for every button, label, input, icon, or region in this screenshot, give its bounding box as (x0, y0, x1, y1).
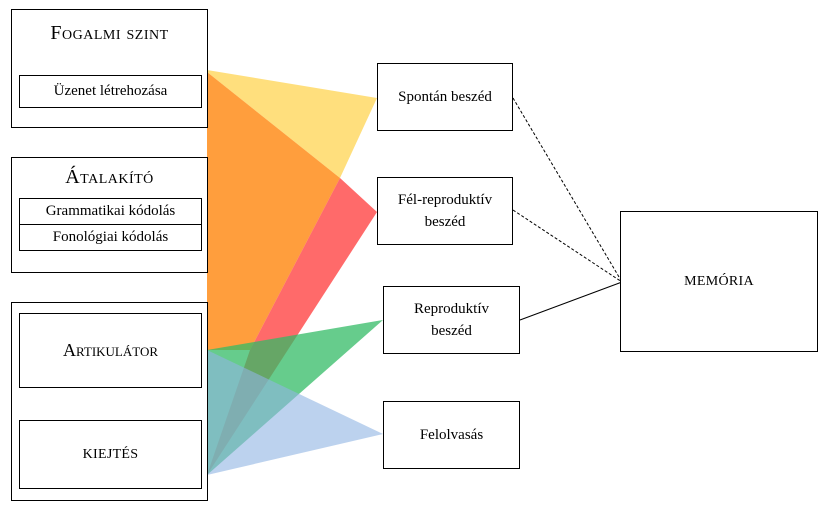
reproduktiv-label-line2: beszéd (431, 323, 472, 339)
reproduktiv-label-line1: Reproduktív (414, 301, 489, 317)
reproduktiv-box: Reproduktív beszéd (383, 286, 520, 354)
fogalmi-szint-title: Fogalmi szint (50, 22, 169, 44)
spontan-beszed-box: Spontán beszéd (377, 63, 513, 131)
fel-reproduktiv-label-line1: Fél-reproduktív (397, 192, 493, 208)
fonologiai-kodolas-box: Fonológiai kódolás (19, 224, 202, 251)
fogalmi-szint-box: Fogalmi szint (11, 9, 208, 128)
fonologiai-kodolas-label: Fonológiai kódolás (52, 229, 169, 245)
uzenet-letrehozasa-box: Üzenet létrehozása (19, 75, 202, 108)
orange-beam (207, 72, 340, 350)
dashed-connector-fel-reproduktiv (512, 209, 623, 283)
blue-beam (207, 350, 383, 475)
fel-reproduktiv-box: Fél-reproduktív beszéd (377, 177, 513, 245)
dashed-connector-spontan (512, 97, 623, 283)
artikulator-box: Artikulátor (19, 313, 202, 388)
grammatikai-kodolas-box: Grammatikai kódolás (19, 198, 202, 225)
artikulator-title: Artikulátor (62, 340, 159, 360)
kiejtes-box: KIEJTÉS (19, 420, 202, 489)
atalakito-title: Átalakító (65, 166, 154, 188)
fel-reproduktiv-label-line2: beszéd (424, 214, 466, 230)
uzenet-letrehozasa-label: Üzenet létrehozása (53, 83, 168, 99)
spontan-beszed-label: Spontán beszéd (398, 89, 492, 105)
felolvasas-box: Felolvasás (383, 401, 520, 469)
yellow-beam (207, 70, 377, 178)
grammatikai-kodolas-label: Grammatikai kódolás (45, 203, 176, 219)
memoria-box: MEMÓRIA (620, 211, 818, 352)
solid-connector-reproduktiv (519, 281, 623, 321)
felolvasas-label: Felolvasás (419, 427, 484, 443)
kiejtes-label: KIEJTÉS (82, 446, 139, 462)
artikulator-outer-box (11, 302, 208, 501)
memoria-label: MEMÓRIA (684, 273, 754, 289)
atalakito-box: Átalakító (11, 157, 208, 273)
